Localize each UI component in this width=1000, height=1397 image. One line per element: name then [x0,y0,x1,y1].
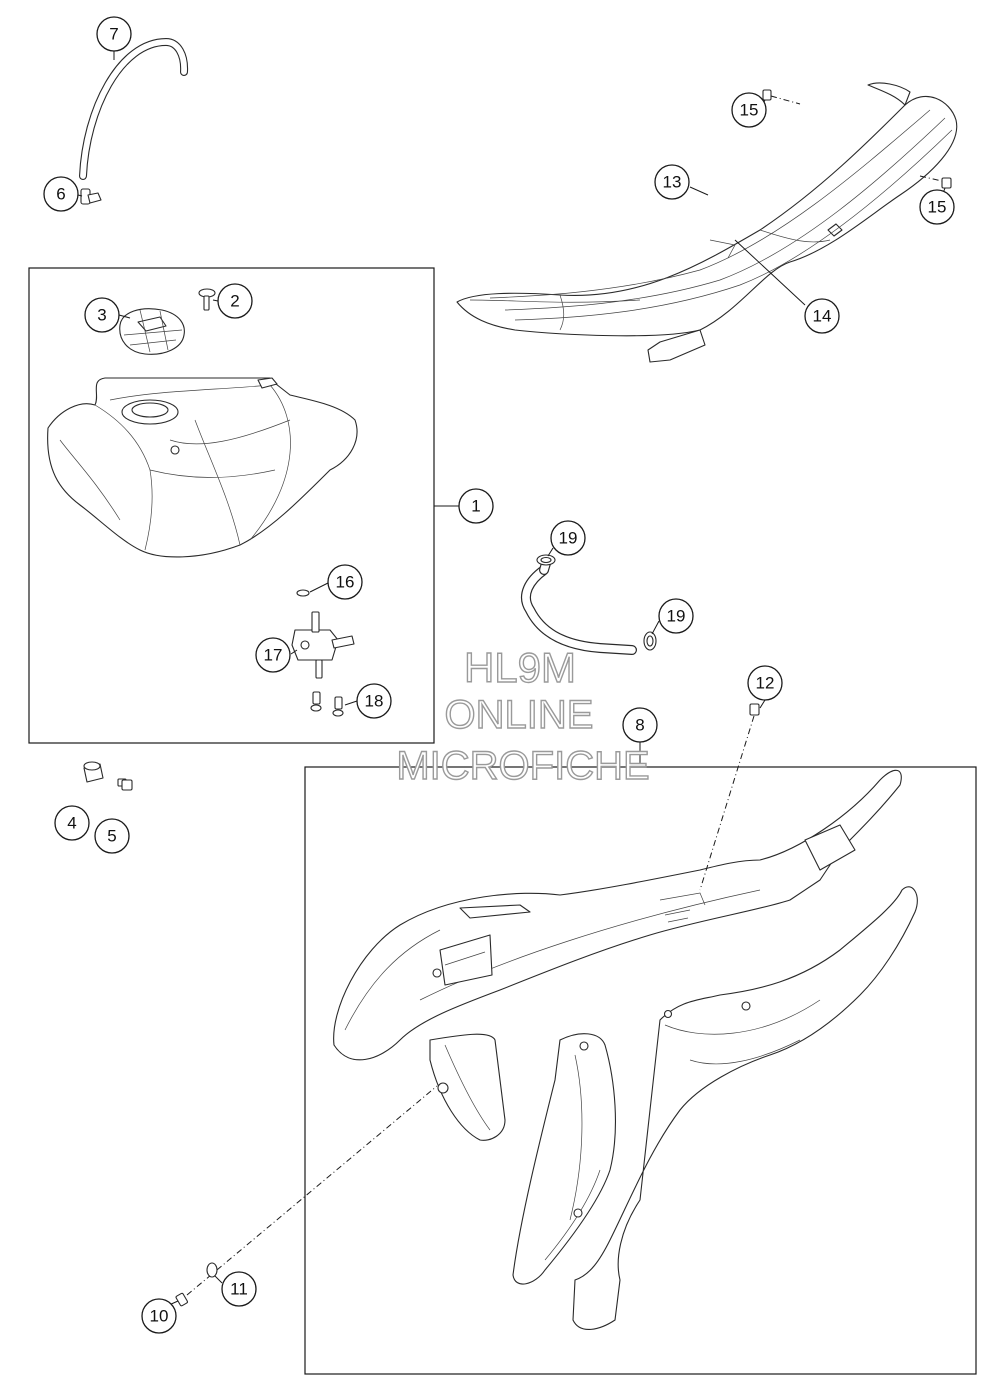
leader-lines [77,51,946,1310]
fuel-tap [291,611,355,679]
callout-19-lower: 19 [658,598,694,634]
callout-16: 16 [327,564,363,600]
svg-text:13: 13 [663,173,682,192]
watermark: HL9M ONLINE MICROFICHE [396,643,651,788]
svg-text:8: 8 [635,716,644,735]
svg-text:5: 5 [107,827,116,846]
callout-1: 1 [458,488,494,524]
washer [296,589,310,597]
svg-text:4: 4 [67,814,76,833]
svg-text:7: 7 [109,25,118,44]
callout-10: 10 [141,1298,177,1334]
svg-text:17: 17 [264,646,283,665]
callout-12: 12 [747,665,783,701]
callout-3: 3 [84,297,120,333]
seat-screw-front [762,89,801,105]
callout-4: 4 [54,805,90,841]
callout-7: 7 [96,16,132,52]
svg-text:15: 15 [740,101,759,120]
tap-screw-left [310,691,322,712]
watermark-line-3: MICROFICHE [396,744,649,788]
svg-text:6: 6 [56,185,65,204]
callout-14: 14 [804,298,840,334]
watermark-line-2: ONLINE [445,693,594,737]
seat-screw-rear [919,175,952,189]
cover-screw-bottom [175,1085,438,1307]
hose-clamp-upper [536,554,556,566]
callout-2: 2 [217,283,253,319]
svg-text:16: 16 [336,573,355,592]
callout-11: 11 [221,1271,257,1307]
svg-text:14: 14 [813,307,832,326]
svg-text:11: 11 [230,1280,248,1299]
fuel-tank [47,377,358,558]
callout-5: 5 [94,818,130,854]
callout-13: 13 [654,164,690,200]
callout-6: 6 [43,176,79,212]
watermark-line-1: HL9M [464,644,576,691]
tank-vent-fitting [198,288,216,311]
svg-text:19: 19 [667,607,686,626]
side-cover-left [333,769,902,1141]
svg-text:19: 19 [559,529,578,548]
callout-15-rear: 15 [919,189,955,225]
svg-text:2: 2 [230,292,239,311]
spacer-bushing [83,761,104,783]
seat [456,82,958,363]
cover-screw-top [699,703,760,891]
tap-screw-right [332,696,344,717]
callout-18: 18 [356,683,392,719]
svg-text:1: 1 [471,497,480,516]
svg-text:15: 15 [928,198,947,217]
cover-washer [206,1262,218,1278]
vent-valve [80,188,102,205]
side-cover-group-frame [304,766,977,1375]
callout-8: 8 [622,707,658,743]
fuel-hose [521,555,637,655]
fuel-cap [119,308,185,355]
callout-15-front: 15 [731,92,767,128]
svg-text:3: 3 [97,306,106,325]
collar-screw [117,778,133,791]
svg-text:12: 12 [756,674,775,693]
svg-text:18: 18 [365,692,384,711]
side-cover-right [512,886,918,1330]
svg-text:10: 10 [150,1307,169,1326]
callout-17: 17 [255,637,291,673]
vent-hose [79,37,189,180]
hose-clamp-lower [643,631,657,651]
callout-19-upper: 19 [550,520,586,556]
